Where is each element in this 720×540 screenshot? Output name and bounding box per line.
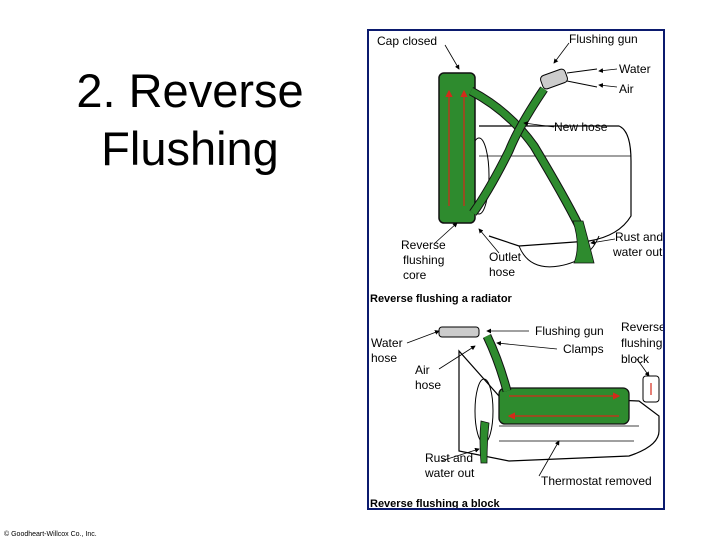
label-water: Water	[619, 62, 651, 76]
label-cap-closed: Cap closed	[377, 34, 437, 48]
block-hose	[483, 334, 511, 392]
caption-radiator: Reverse flushing a radiator	[370, 293, 513, 305]
radiator-flow-arrows	[445, 89, 468, 206]
flushing-gun-icon	[540, 68, 568, 90]
label-block-air: Air	[415, 363, 430, 377]
title-line-1: 2. Reverse	[76, 64, 304, 117]
title-line-2: Flushing	[101, 122, 279, 175]
block-coolant-passage	[498, 387, 630, 425]
label-reverse: Reverse	[401, 238, 446, 252]
label-block-flushing: flushing	[621, 336, 662, 350]
rust-water-spray	[572, 220, 595, 264]
reverse-flushing-figure: Cap closed Flushing gun Water Air New ho…	[367, 29, 666, 510]
label-block-air-hose: hose	[415, 378, 441, 392]
label-block-rust-and: Rust and	[425, 451, 473, 465]
label-thermostat-removed: Thermostat removed	[541, 474, 652, 488]
label-block-block: block	[621, 352, 650, 366]
label-block-water-hose: hose	[371, 351, 397, 365]
label-block-water-out: water out	[424, 466, 475, 480]
label-water-out: water out	[612, 245, 663, 259]
radiator-core	[438, 72, 476, 224]
radiator-panel: Cap closed Flushing gun Water Air New ho…	[370, 32, 663, 305]
label-outlet: Outlet	[489, 250, 522, 264]
label-outlet-hose: hose	[489, 265, 515, 279]
label-air: Air	[619, 82, 634, 96]
block-flushing-gun-icon	[438, 326, 480, 338]
slide-title: 2. Reverse Flushing	[30, 62, 350, 178]
outlet-hose	[470, 87, 547, 216]
label-block-reverse: Reverse	[621, 320, 663, 334]
label-new-hose: New hose	[554, 120, 608, 134]
block-panel: Water hose Flushing gun Reverse flushing…	[370, 320, 666, 510]
engine-outline	[479, 125, 632, 247]
block-rust-water-stream	[479, 420, 490, 464]
label-clamps: Clamps	[563, 342, 604, 356]
label-core: core	[403, 268, 427, 282]
new-hose	[469, 87, 583, 228]
copyright-notice: © Goodheart-Willcox Co., Inc.	[4, 531, 97, 538]
label-block-flushing-gun: Flushing gun	[535, 324, 604, 338]
figure-illustration: Cap closed Flushing gun Water Air New ho…	[370, 32, 666, 510]
block-flow-arrows	[507, 392, 621, 420]
water-line	[566, 68, 598, 74]
air-line	[566, 80, 598, 88]
label-rust-and: Rust and	[615, 230, 663, 244]
caption-block: Reverse flushing a block	[370, 498, 500, 508]
label-flushing-gun: Flushing gun	[569, 32, 638, 46]
engine-sump	[518, 235, 600, 268]
label-block-water: Water	[371, 336, 403, 350]
label-flushing: flushing	[403, 253, 444, 267]
block-outline	[458, 349, 660, 462]
